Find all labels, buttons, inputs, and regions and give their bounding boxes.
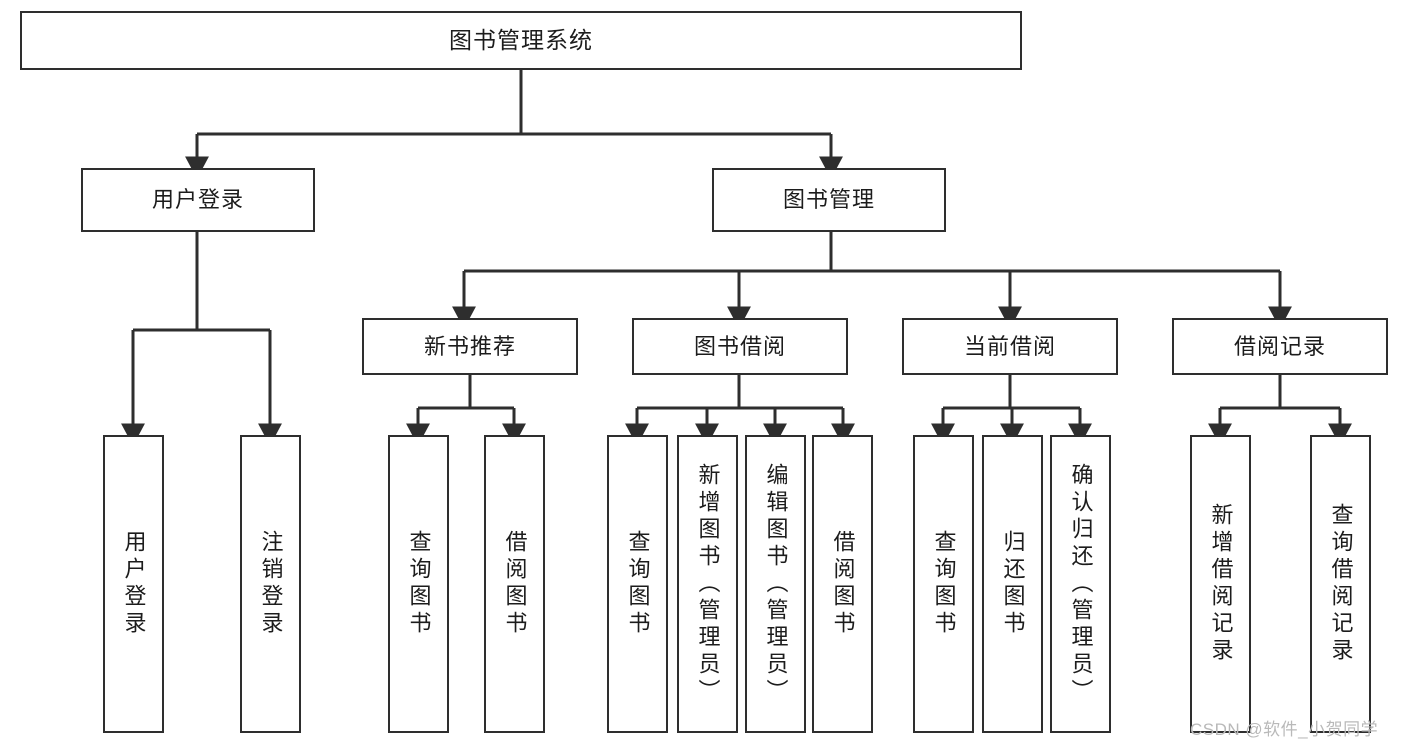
leaf-logout-login[interactable]: 注销登录 [240, 435, 301, 733]
node-label: 图书管理 [782, 187, 875, 213]
leaf-query-book-3[interactable]: 查询图书 [913, 435, 974, 733]
node-label: 新增借阅记录 [1208, 503, 1234, 665]
csdn-watermark: CSDN @软件_小贺同学 [1190, 720, 1379, 739]
node-label: 新书推荐 [423, 333, 516, 359]
node-root-system[interactable]: 图书管理系统 [20, 11, 1022, 70]
node-label: 用户登录 [151, 187, 244, 213]
leaf-return-book[interactable]: 归还图书 [982, 435, 1043, 733]
node-label: 编辑图书（管理员） [763, 462, 789, 706]
node-label: 借阅记录 [1233, 333, 1326, 359]
node-label: 查询图书 [931, 530, 957, 638]
leaf-query-book-1[interactable]: 查询图书 [388, 435, 449, 733]
node-label: 查询图书 [406, 530, 432, 638]
node-label: 图书借阅 [693, 333, 786, 359]
node-borrow-record[interactable]: 借阅记录 [1172, 318, 1388, 375]
leaf-query-record[interactable]: 查询借阅记录 [1310, 435, 1371, 733]
leaf-add-book[interactable]: 新增图书（管理员） [677, 435, 738, 733]
leaf-confirm-return[interactable]: 确认归还（管理员） [1050, 435, 1111, 733]
leaf-borrow-book-2[interactable]: 借阅图书 [812, 435, 873, 733]
leaf-borrow-book-1[interactable]: 借阅图书 [484, 435, 545, 733]
leaf-user-login[interactable]: 用户登录 [103, 435, 164, 733]
node-label: 借阅图书 [502, 530, 528, 638]
node-label: 图书管理系统 [449, 27, 593, 54]
node-label: 查询图书 [625, 530, 651, 638]
node-current-borrow[interactable]: 当前借阅 [902, 318, 1118, 375]
node-book-manage[interactable]: 图书管理 [712, 168, 946, 232]
node-label: 借阅图书 [830, 530, 856, 638]
node-label: 用户登录 [121, 530, 147, 638]
node-label: 新增图书（管理员） [695, 462, 721, 706]
leaf-edit-book[interactable]: 编辑图书（管理员） [745, 435, 806, 733]
node-book-borrow[interactable]: 图书借阅 [632, 318, 848, 375]
node-label: 归还图书 [1000, 530, 1026, 638]
node-new-book-recommend[interactable]: 新书推荐 [362, 318, 578, 375]
node-user-login[interactable]: 用户登录 [81, 168, 315, 232]
node-label: 查询借阅记录 [1328, 503, 1354, 665]
leaf-query-book-2[interactable]: 查询图书 [607, 435, 668, 733]
node-label: 注销登录 [258, 530, 284, 638]
leaf-add-record[interactable]: 新增借阅记录 [1190, 435, 1251, 733]
node-label: 确认归还（管理员） [1068, 462, 1094, 706]
node-label: 当前借阅 [963, 333, 1056, 359]
